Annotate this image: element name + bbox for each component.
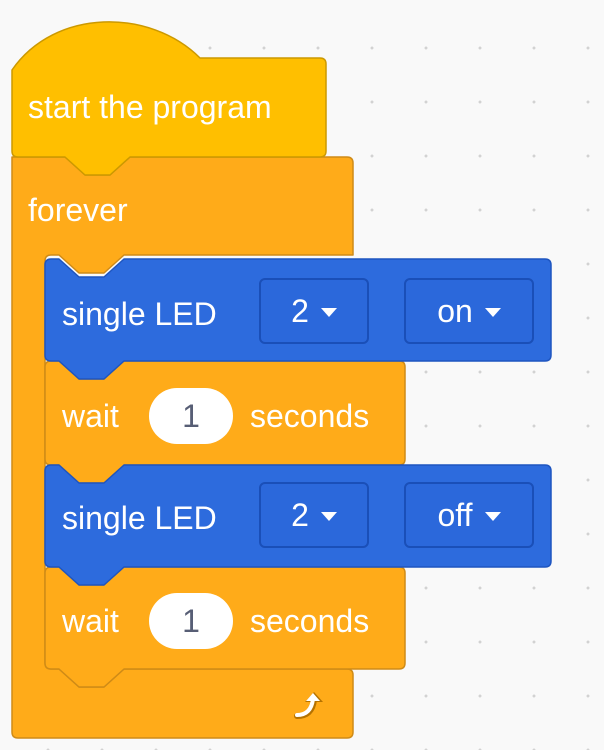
led-pin-dropdown[interactable]: 2 <box>259 278 369 344</box>
start-program-hat-block[interactable] <box>11 21 327 176</box>
loop-arrow-icon <box>294 692 323 719</box>
wait-seconds-input[interactable]: 1 <box>149 593 233 649</box>
wait-label: wait <box>62 398 119 434</box>
wait-label: wait <box>62 603 119 639</box>
seconds-label: seconds <box>250 603 370 639</box>
forever-label: forever <box>28 192 128 228</box>
chevron-down-icon <box>320 307 337 317</box>
wait-seconds-value: 1 <box>182 397 200 434</box>
chevron-down-icon <box>484 511 501 521</box>
single-led-label: single LED <box>62 500 217 536</box>
wait-seconds-value: 1 <box>182 602 200 639</box>
led-pin-dropdown[interactable]: 2 <box>259 482 369 548</box>
led-pin-value: 2 <box>291 292 309 329</box>
led-state-value: on <box>437 292 473 329</box>
led-state-dropdown[interactable]: on <box>404 278 534 344</box>
start-program-label: start the program <box>28 89 272 125</box>
single-led-label: single LED <box>62 296 217 332</box>
chevron-down-icon <box>484 307 501 317</box>
led-pin-value: 2 <box>291 496 309 533</box>
seconds-label: seconds <box>250 398 370 434</box>
led-state-dropdown[interactable]: off <box>404 482 534 548</box>
wait-seconds-input[interactable]: 1 <box>149 388 233 444</box>
chevron-down-icon <box>320 511 337 521</box>
led-state-value: off <box>437 496 473 533</box>
